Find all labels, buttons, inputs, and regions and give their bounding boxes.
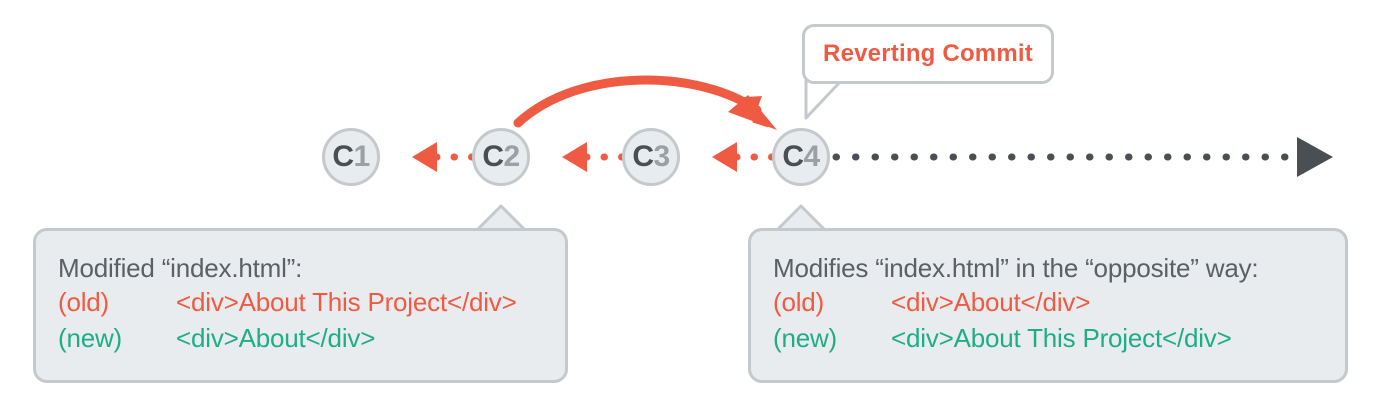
reverting-commit-bubble: Reverting Commit [802,24,1054,84]
parent-link-c3-c2 [558,142,626,172]
callout-c4-title: Modifies “index.html” in the “opposite” … [773,253,1259,283]
callout-c4-new-tag: (new) [773,322,838,353]
callout-c4-old-tag: (old) [773,287,825,318]
commit-node-c4[interactable]: C4 [772,128,830,186]
callout-c2-row-new: (new) <div>About</div> [58,321,543,356]
commit-node-c1[interactable]: C1 [322,128,380,186]
reverting-commit-label: Reverting Commit [823,40,1033,67]
callout-c2-row-old: (old) <div>About This Project</div> [58,285,543,320]
parent-link-c2-c1 [408,142,476,172]
callout-c2: Modified “index.html”: (old) <div>About … [33,228,568,383]
callout-c2-new-code: <div>About</div> [176,322,376,353]
callout-c4: Modifies “index.html” in the “opposite” … [748,228,1348,383]
callout-c2-old-tag: (old) [58,287,110,318]
commit-node-c3[interactable]: C3 [622,128,680,186]
callout-c4-old-code: <div>About</div> [891,287,1091,318]
callout-c4-new-code: <div>About This Project</div> [891,322,1232,353]
callout-c4-row-new: (new) <div>About This Project</div> [773,321,1323,356]
callout-c2-new-tag: (new) [58,322,123,353]
parent-link-c4-c3 [708,142,776,172]
commit-label-c2: C2 [482,140,520,173]
callout-c2-title: Modified “index.html”: [58,253,303,283]
commit-node-c2[interactable]: C2 [472,128,530,186]
revert-arrow [513,75,777,130]
head-timeline-arrow [832,137,1333,177]
commit-label-c3: C3 [632,140,670,173]
callout-c4-row-old: (old) <div>About</div> [773,285,1323,320]
commit-label-c1: C1 [332,140,370,173]
commit-label-c4: C4 [782,140,820,173]
callout-c2-old-code: <div>About This Project</div> [176,287,517,318]
